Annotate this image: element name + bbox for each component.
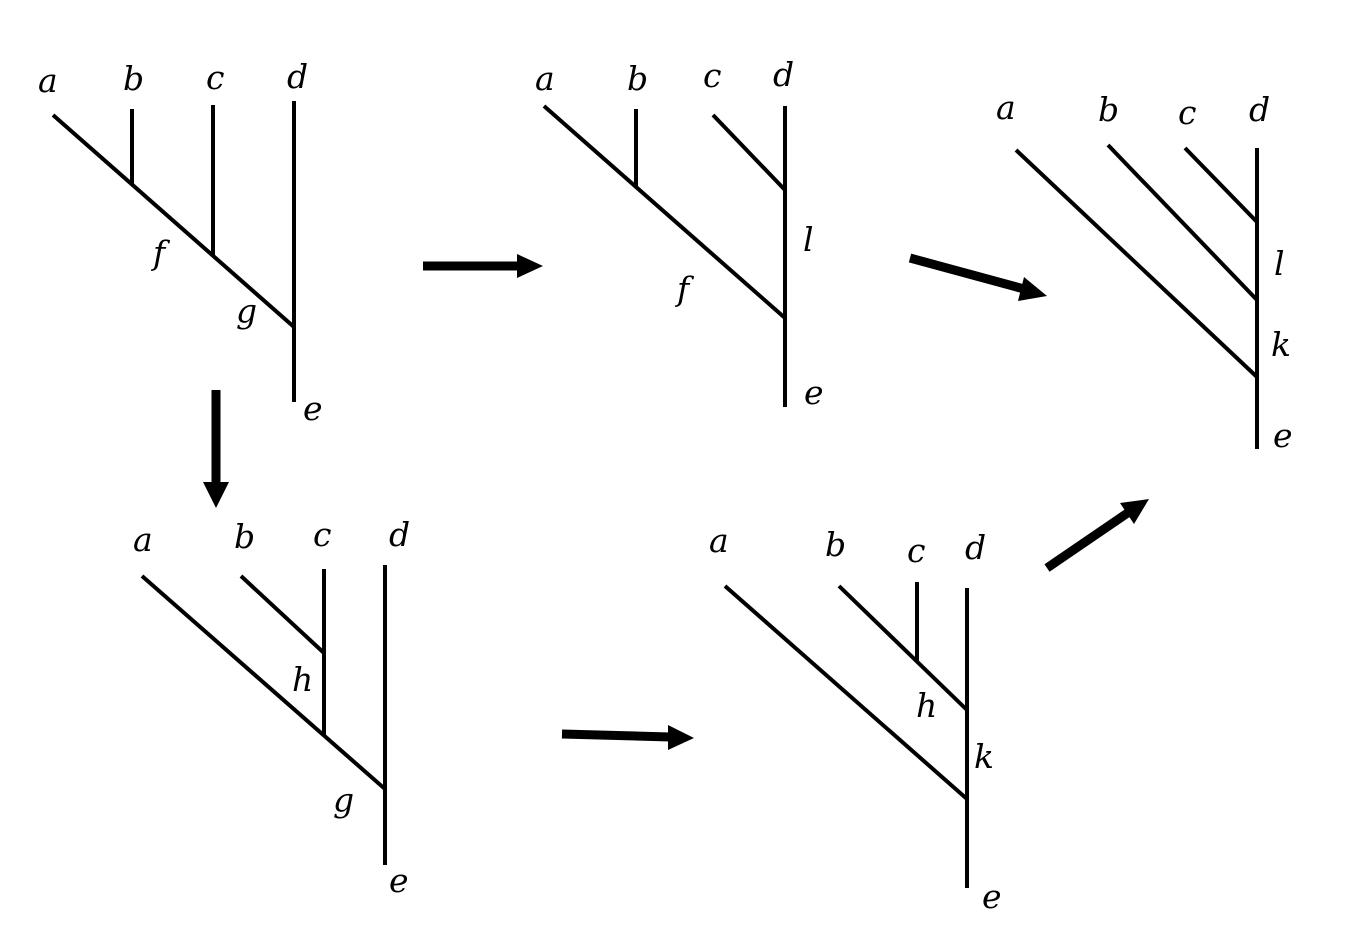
tree-3-leaf-d-label: d — [1249, 90, 1270, 129]
tree-3-node-l-label: l — [1274, 244, 1285, 283]
tree-3-leaf-c-label: c — [1178, 93, 1196, 132]
tree-4-edge-b — [239, 574, 326, 655]
tree-1-node-f-label: f — [150, 233, 171, 272]
arrow-tree2-to-tree3-head — [1018, 277, 1047, 301]
tree-4-edge-a — [140, 574, 387, 791]
tree-2-leaf-e-label: e — [804, 373, 824, 412]
tree-5-leaf-c-label: c — [907, 531, 925, 570]
tree-1-leaf-c-label: c — [206, 58, 224, 97]
arrow-tree4-to-tree5-head — [668, 725, 694, 750]
tree-3-leaf-b-label: b — [1098, 90, 1119, 129]
arrow-tree5-to-tree3 — [1044, 499, 1149, 572]
tree-2-node-f-label: f — [674, 269, 695, 308]
tree-4-leaf-e-label: e — [389, 861, 409, 900]
tree-5-leaf-e-label: e — [982, 877, 1002, 916]
tree-1-leaf-e-label: e — [303, 389, 323, 428]
tree-5-leaf-d-label: d — [965, 528, 986, 567]
tree-2-node-l-label: l — [803, 220, 814, 259]
arrow-tree5-to-tree3-shaft — [1044, 508, 1132, 572]
tree-5-node-h-label: h — [916, 686, 937, 725]
tree-2: a b c d e l f — [535, 55, 824, 412]
tree-4-leaf-d-label: d — [389, 515, 410, 554]
tree-5-leaf-b-label: b — [825, 525, 846, 564]
tree-3-edge-a — [1014, 148, 1259, 379]
tree-1: a b c d e f g — [38, 57, 323, 428]
tree-4: a b c d e h g — [133, 515, 410, 900]
tree-3-edge-b — [1106, 143, 1259, 302]
tree-1-node-g-label: g — [236, 291, 257, 330]
tree-3: a b c d e l k — [996, 88, 1293, 455]
tree-1-leaf-b-label: b — [123, 59, 144, 98]
tree-3-leaf-a-label: a — [996, 88, 1016, 127]
tree-4-leaf-a-label: a — [133, 520, 153, 559]
tree-4-node-g-label: g — [333, 780, 354, 819]
tree-4-node-h-label: h — [292, 660, 313, 699]
tree-4-leaf-c-label: c — [313, 515, 331, 554]
arrow-tree4-to-tree5 — [561, 725, 694, 750]
tree-5-edge-a — [723, 584, 969, 801]
tree-5-leaf-a-label: a — [709, 521, 729, 560]
arrow-tree1-to-tree4 — [203, 390, 229, 508]
tree-2-leaf-a-label: a — [535, 59, 555, 98]
tree-2-leaf-b-label: b — [627, 59, 648, 98]
arrow-tree5-to-tree3-head — [1120, 499, 1149, 524]
tree-1-leaf-a-label: a — [38, 61, 58, 100]
tree-2-edge-c — [711, 113, 787, 192]
tree-3-leaf-e-label: e — [1273, 416, 1293, 455]
tree-3-node-k-label: k — [1271, 325, 1291, 364]
arrow-tree2-to-tree3-shaft — [908, 253, 1026, 294]
tree-3-edge-c — [1183, 146, 1259, 224]
tree-2-leaf-c-label: c — [703, 56, 721, 95]
arrow-tree1-to-tree4-head — [203, 482, 229, 508]
tree-4-leaf-b-label: b — [234, 517, 255, 556]
arrow-tree2-to-tree3 — [908, 253, 1047, 301]
tree-5: a b c d e h k — [709, 521, 1002, 916]
arrow-tree1-to-tree2-head — [517, 254, 543, 278]
tree-2-edge-a — [542, 104, 787, 320]
tree-1-edge-a — [51, 113, 296, 329]
tree-1-leaf-d-label: d — [287, 57, 308, 96]
arrow-tree1-to-tree2 — [423, 254, 543, 278]
tree-5-node-k-label: k — [974, 737, 994, 776]
tree-5-edge-b — [837, 584, 969, 712]
tree-2-leaf-d-label: d — [773, 55, 794, 94]
arrow-tree4-to-tree5-shaft — [561, 729, 671, 742]
